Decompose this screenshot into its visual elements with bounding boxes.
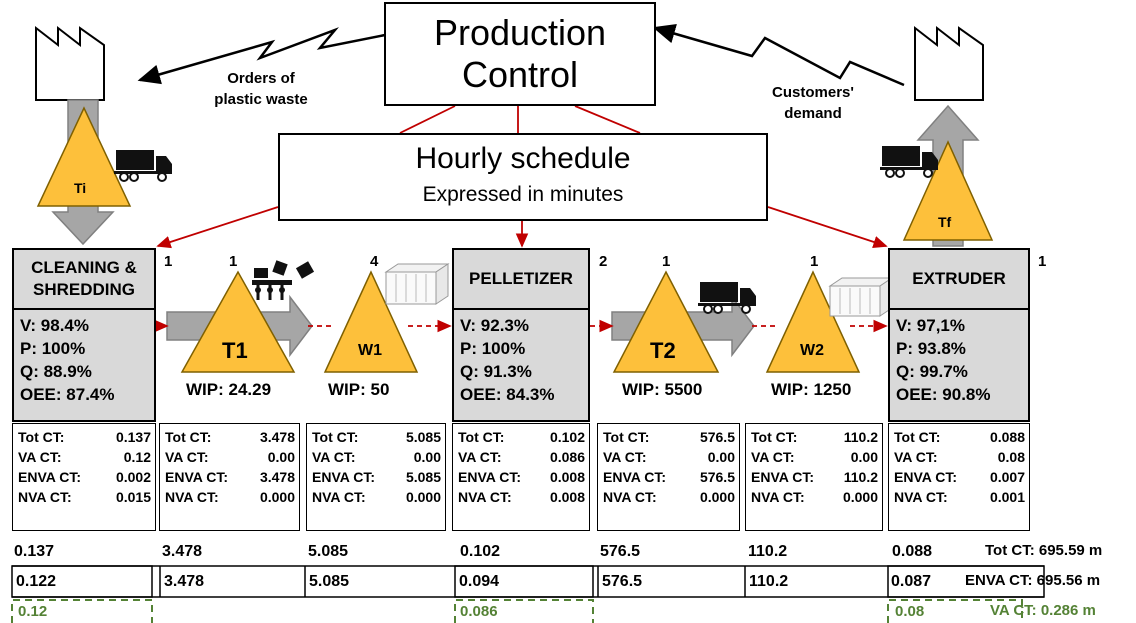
triangle-ti <box>36 106 132 207</box>
truck-icon-outbound <box>880 146 938 178</box>
timeline-enva-value: 0.122 <box>16 573 57 590</box>
timeline-tot-total: Tot CT: 695.59 m <box>985 542 1103 559</box>
production-control-title: Production <box>433 12 607 53</box>
customer-factory-icon <box>914 25 984 101</box>
triangle-label-t1: T1 <box>222 338 248 363</box>
timeline-va-value: 0.086 <box>460 603 498 620</box>
operator-count: 1 <box>164 253 173 270</box>
supplier-factory-icon <box>35 25 105 101</box>
process-extruder-metrics: V: 97,1%P: 93.8% Q: 99.7%OEE: 90.8% <box>888 310 1030 422</box>
process-cleaning-shredding: CLEANING &SHREDDING <box>12 248 156 310</box>
triangle-tf <box>902 140 994 241</box>
wip-label-t2: WIP: 5500 <box>622 380 703 399</box>
production-control-title: Control <box>461 54 579 95</box>
timeline-va-total: VA CT: 0.286 m <box>990 602 1096 619</box>
triangle-label-t2: T2 <box>650 338 676 363</box>
enva-segment <box>11 565 153 598</box>
va-segment <box>887 599 1023 623</box>
timeline-enva-value: 0.094 <box>459 573 500 590</box>
process-extruder: EXTRUDER <box>888 248 1030 310</box>
timeline-enva-value: 576.5 <box>602 573 643 590</box>
triangle-w2 <box>765 270 861 373</box>
ct-box-extruder: Tot CT:0.088 VA CT:0.08 ENVA CT:0.007 NV… <box>888 423 1030 531</box>
control-to-schedule-line <box>574 105 641 134</box>
triangle-label-ti: Ti <box>74 180 87 196</box>
timeline-tot-value: 5.085 <box>308 543 349 560</box>
orders-info-flow <box>137 27 386 85</box>
wip-label-t1: WIP: 24.29 <box>186 380 272 399</box>
triangle-t1 <box>180 270 296 373</box>
container-icon-w2 <box>828 277 894 317</box>
ct-box-t2: Tot CT:576.5 VA CT:0.00 ENVA CT:576.5 NV… <box>597 423 740 531</box>
timeline-tot-value: 0.137 <box>14 543 55 560</box>
process-cleaning-metrics: V: 98.4%P: 100% Q: 88.9%OEE: 87.4% <box>12 310 156 422</box>
truck-icon-t2 <box>698 282 756 314</box>
timeline-enva-value: 110.2 <box>749 573 789 590</box>
timeline-tot-value: 576.5 <box>600 543 641 560</box>
operator-count: 1 <box>1038 253 1047 270</box>
production-control-box: Production Control <box>384 2 656 106</box>
timeline-tot-value: 0.088 <box>892 543 933 560</box>
triangle-label-w1: W1 <box>358 342 382 359</box>
conveyor-icon <box>252 260 315 300</box>
operator-count: 1 <box>662 253 671 270</box>
ct-box-cleaning: Tot CT:0.137 VA CT:0.12 ENVA CT:0.002 NV… <box>12 423 156 531</box>
timeline-tot-value: 3.478 <box>162 543 203 560</box>
timeline-enva-total: ENVA CT: 695.56 m <box>965 572 1101 589</box>
operator-count: 2 <box>599 253 608 270</box>
schedule-subtitle: Expressed in minutes <box>422 183 624 206</box>
control-to-schedule-line <box>399 105 456 134</box>
timeline-enva-value: 5.085 <box>309 573 350 590</box>
container-icon-w1 <box>384 263 450 305</box>
ct-box-pelletizer: Tot CT:0.102 VA CT:0.086 ENVA CT:0.008 N… <box>452 423 590 531</box>
triangle-t2 <box>612 270 720 373</box>
hourly-schedule-box: Hourly schedule Expressed in minutes <box>278 133 768 221</box>
wip-label-w1: WIP: 50 <box>328 380 390 399</box>
schedule-to-cleaning-line <box>156 206 279 249</box>
operator-count: 1 <box>229 253 238 270</box>
timeline-va-value: 0.12 <box>18 603 48 620</box>
timeline-va-value: 0.08 <box>895 603 925 620</box>
enva-segment <box>454 565 594 598</box>
timeline-enva-value: 0.087 <box>891 573 932 590</box>
triangle-label-w2: W2 <box>800 342 824 359</box>
demand-label: Customers'demand <box>772 84 854 122</box>
ct-box-t1: Tot CT:3.478 VA CT:0.00 ENVA CT:3.478 NV… <box>159 423 300 531</box>
schedule-to-extruder-line <box>767 206 888 249</box>
va-segment <box>11 599 153 623</box>
demand-info-flow <box>652 23 905 87</box>
process-pelletizer: PELLETIZER <box>452 248 590 310</box>
truck-icon-inbound <box>114 150 172 182</box>
timeline-tot-value: 110.2 <box>748 543 788 560</box>
operator-count: 1 <box>810 253 819 270</box>
schedule-title: Hourly schedule <box>415 142 631 175</box>
va-segment <box>454 599 594 623</box>
timeline-enva-value: 3.478 <box>164 573 205 590</box>
timeline-tot-value: 0.102 <box>460 543 501 560</box>
ct-box-w2: Tot CT:110.2 VA CT:0.00 ENVA CT:110.2 NV… <box>745 423 883 531</box>
enva-segment <box>887 565 1045 598</box>
triangle-w1 <box>323 270 419 373</box>
operator-count: 4 <box>370 253 379 270</box>
wip-label-w2: WIP: 1250 <box>771 380 852 399</box>
triangle-label-tf: Tf <box>938 214 952 230</box>
process-pelletizer-metrics: V: 92.3%P: 100% Q: 91.3%OEE: 84.3% <box>452 310 590 422</box>
ct-box-w1: Tot CT:5.085 VA CT:0.00 ENVA CT:5.085 NV… <box>306 423 446 531</box>
